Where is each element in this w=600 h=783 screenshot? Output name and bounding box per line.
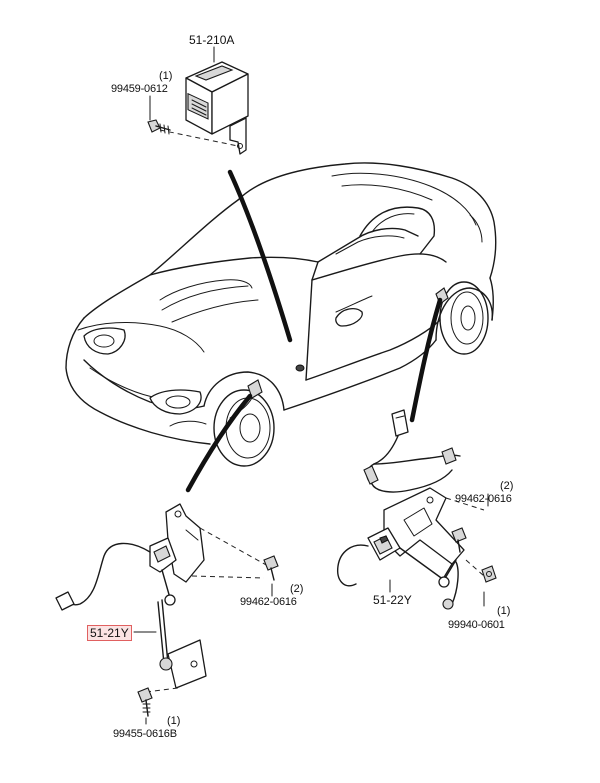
front-height-sensor-part-number[interactable]: 51-21Y (87, 625, 132, 641)
rear-lower-bolt-quantity: (1) (497, 605, 511, 617)
rear-height-sensor-part-number: 51-22Y (373, 593, 412, 607)
rear-height-sensor-drawing (337, 409, 497, 610)
car-body (65, 162, 497, 467)
front-upper-bolt-quantity: (2) (290, 583, 304, 595)
leader-lines (185, 169, 443, 493)
rear-lower-bolt-part-number: 99940-0601 (448, 619, 505, 631)
control-module-drawing (147, 61, 249, 155)
rear-upper-bolt-part-number: 99462-0616 (455, 493, 512, 505)
module-bolt-quantity: (1) (159, 70, 173, 82)
front-height-sensor-drawing (55, 503, 279, 717)
callout-leaders (133, 46, 489, 725)
front-lower-bolt-quantity: (1) (167, 715, 181, 727)
front-upper-bolt-part-number: 99462-0616 (240, 596, 297, 608)
front-lower-bolt-part-number: 99455-0616B (113, 728, 177, 740)
module-bolt-part-number: 99459-0612 (111, 83, 168, 95)
module-part-number: 51-210A (189, 33, 235, 47)
rear-upper-bolt-quantity: (2) (500, 480, 514, 492)
